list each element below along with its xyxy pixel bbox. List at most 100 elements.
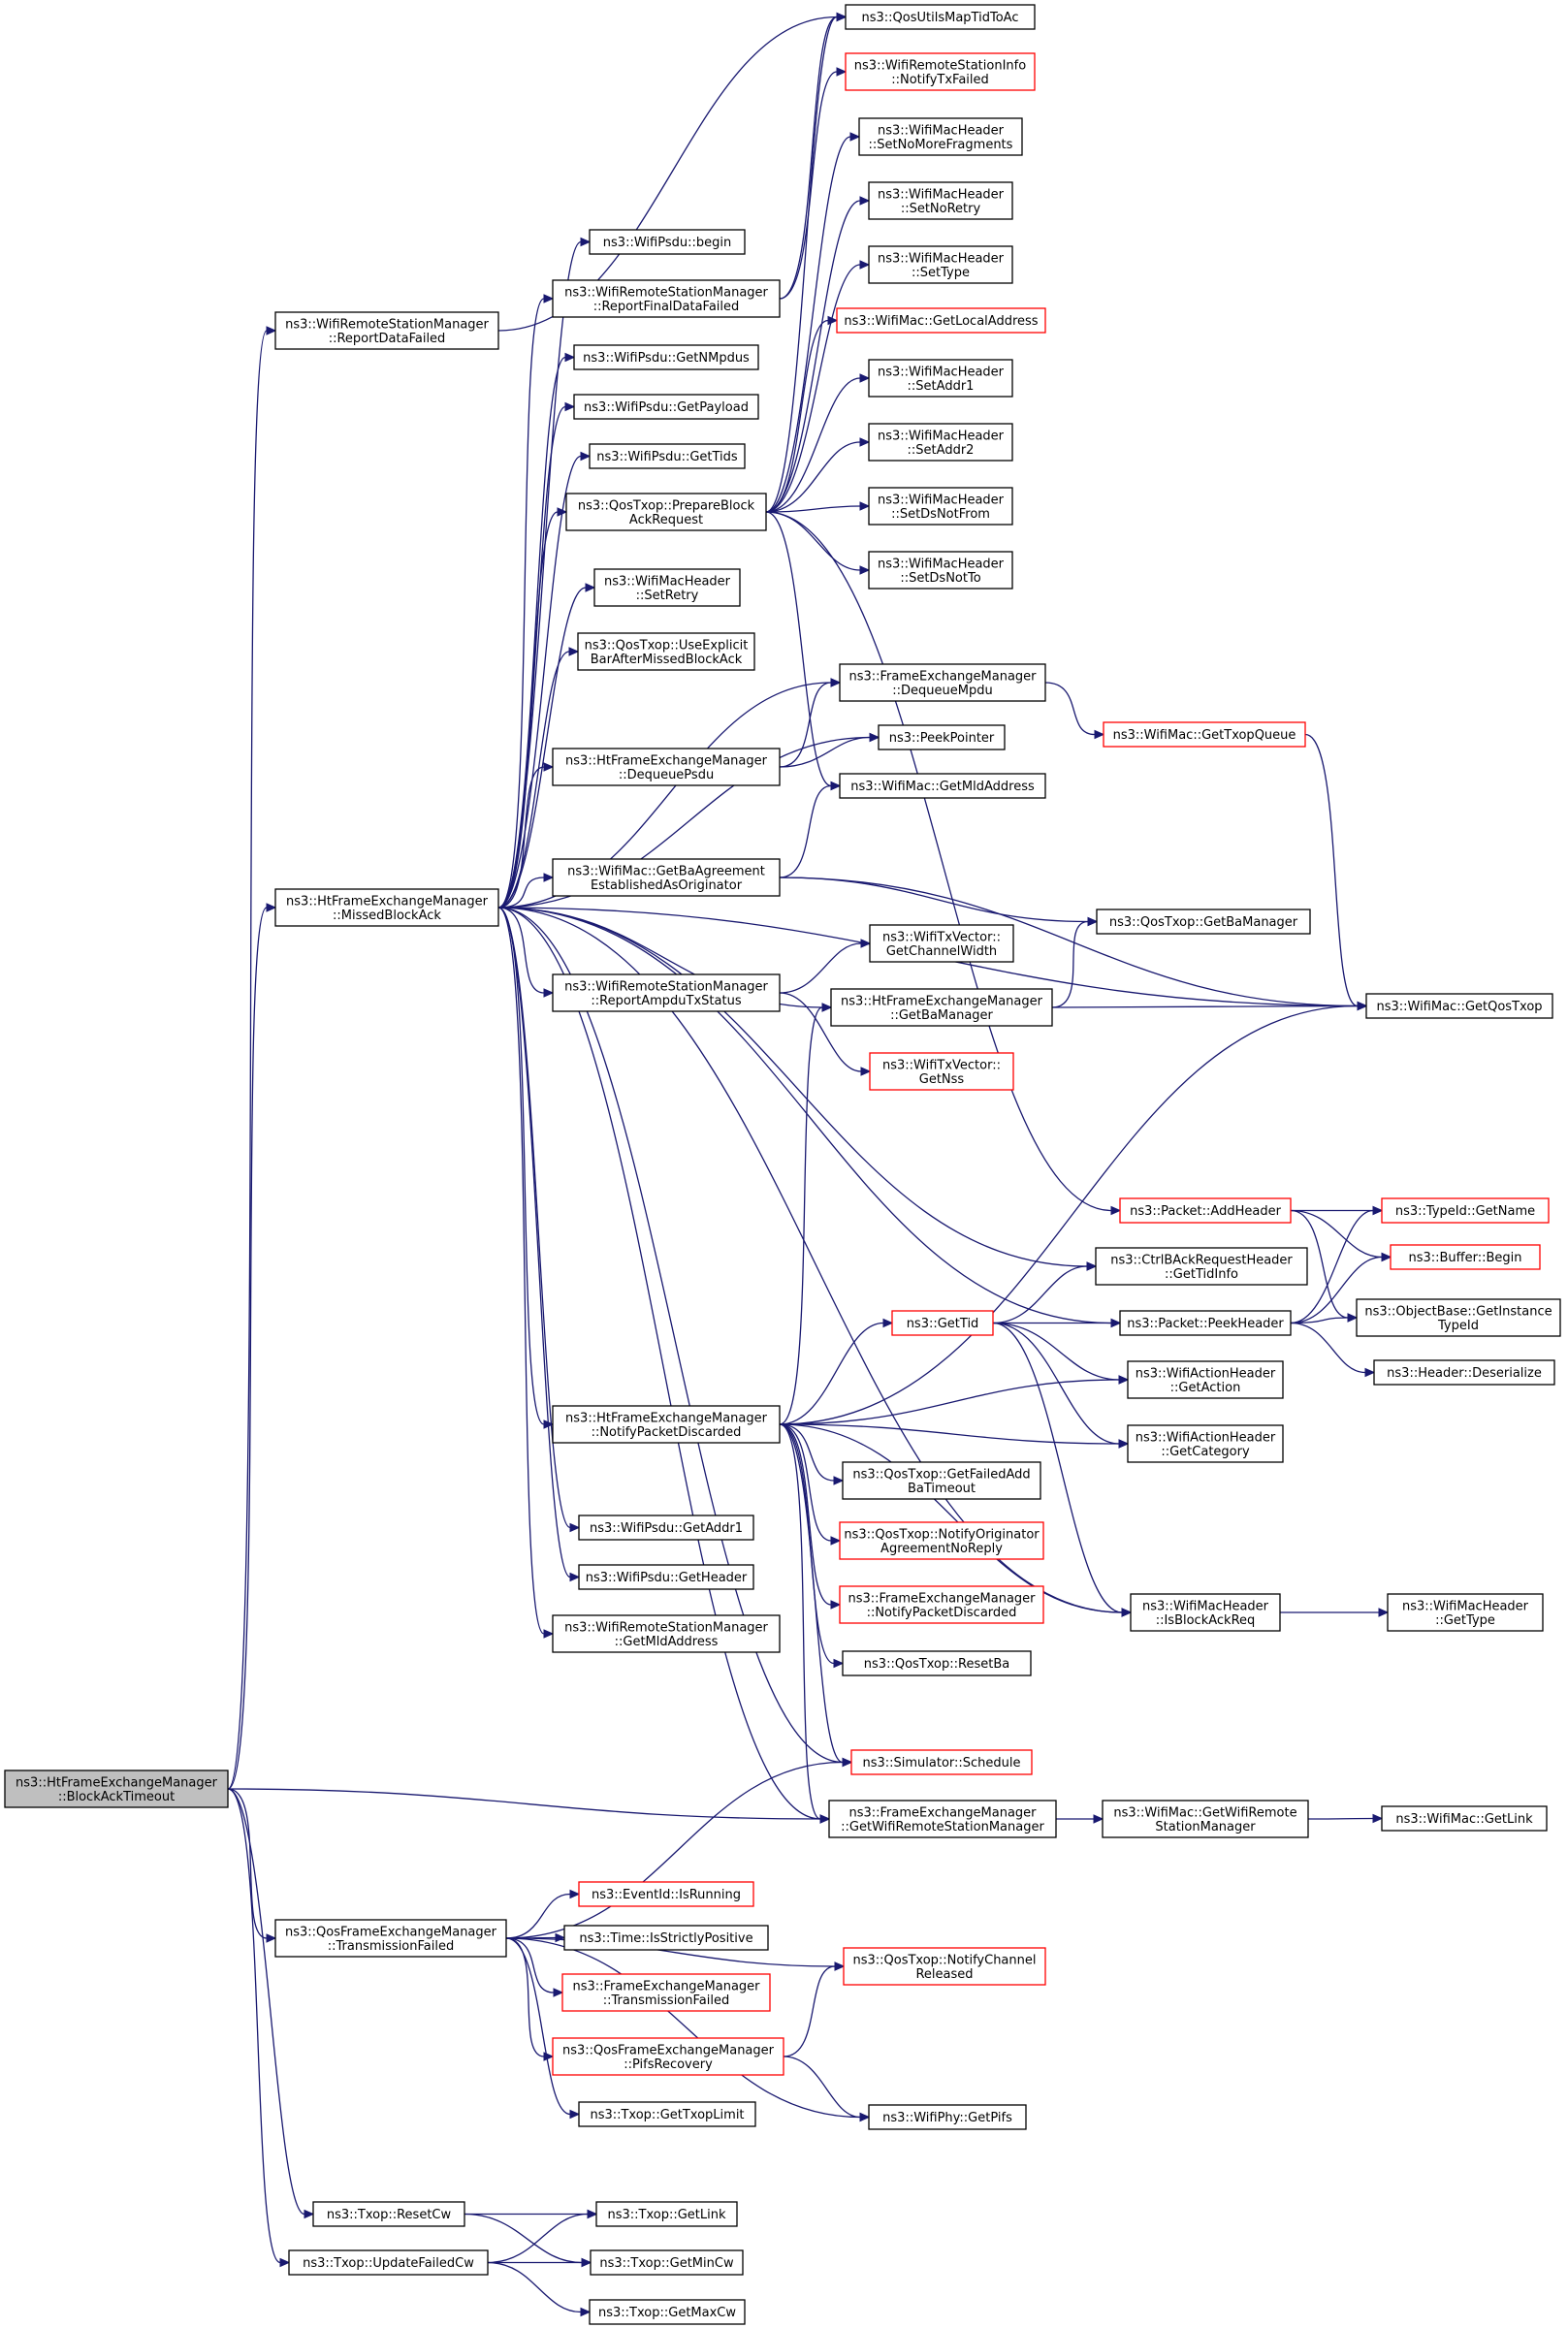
node-get-wifi-rsm[interactable]: ns3::FrameExchangeManager::GetWifiRemote… [828, 1800, 1057, 1838]
node-box [850, 1749, 1033, 1775]
node-label: ns3::WifiMacHeader [1142, 1599, 1269, 1613]
node-action-get-action[interactable]: ns3::WifiActionHeader::GetAction [1127, 1360, 1284, 1399]
edge-arrowhead [859, 2112, 871, 2122]
edge-arrowhead [1378, 1608, 1390, 1617]
node-label: ns3::HtFrameExchangeManager [565, 753, 768, 768]
node-ctrl-get-tid-info[interactable]: ns3::CtrlBAckRequestHeader::GetTidInfo [1095, 1247, 1308, 1286]
node-qos-get-ba-manager[interactable]: ns3::QosTxop::GetBaManager [1096, 909, 1311, 935]
edge-arrowhead [557, 507, 568, 517]
edge-arrowhead [859, 565, 871, 575]
node-label: ns3::WifiMacHeader [878, 493, 1005, 507]
node-pifs-recovery[interactable]: ns3::QosFrameExchangeManager::PifsRecove… [552, 2037, 784, 2076]
call-edge [779, 992, 872, 1076]
node-get-tid[interactable]: ns3::GetTid [891, 1310, 994, 1336]
node-notify-packet-discarded[interactable]: ns3::HtFrameExchangeManager::NotifyPacke… [552, 1405, 781, 1444]
node-get-nss[interactable]: ns3::WifiTxVector::GetNss [869, 1052, 1014, 1091]
node-txop-get-link[interactable]: ns3::Txop::GetLink [595, 2201, 738, 2227]
node-set-type[interactable]: ns3::WifiMacHeader::SetType [868, 245, 1013, 284]
node-get-txop-limit[interactable]: ns3::Txop::GetTxopLimit [578, 2101, 756, 2127]
node-label: ::ReportDataFailed [329, 332, 446, 346]
node-mac-header-get-type[interactable]: ns3::WifiMacHeader::GetType [1387, 1593, 1544, 1632]
edge-arrowhead [859, 501, 871, 511]
node-qos-reset-ba[interactable]: ns3::QosTxop::ResetBa [842, 1650, 1032, 1676]
edge-arrowhead [279, 2257, 291, 2268]
node-get-mld-address[interactable]: ns3::WifiMac::GetMldAddress [839, 773, 1046, 799]
node-box [869, 924, 1014, 963]
node-root[interactable]: ns3::HtFrameExchangeManager::BlockAckTim… [4, 1770, 229, 1808]
node-set-no-retry[interactable]: ns3::WifiMacHeader::SetNoRetry [868, 181, 1013, 220]
node-psdu-begin[interactable]: ns3::WifiPsdu::begin [589, 229, 746, 255]
node-qos-tx-failed[interactable]: ns3::QosFrameExchangeManager::Transmissi… [274, 1919, 507, 1958]
node-report-ampdu[interactable]: ns3::WifiRemoteStationManager::ReportAmp… [552, 973, 781, 1012]
node-get-channel-width[interactable]: ns3::WifiTxVector::GetChannelWidth [869, 924, 1014, 963]
node-rsm-get-mld-address[interactable]: ns3::WifiRemoteStationManager::GetMldAdd… [552, 1614, 781, 1653]
node-label: EstablishedAsOriginator [591, 878, 743, 893]
node-buffer-begin[interactable]: ns3::Buffer::Begin [1390, 1244, 1541, 1270]
edge-arrowhead [859, 373, 871, 383]
node-update-failed-cw[interactable]: ns3::Txop::UpdateFailedCw [288, 2249, 489, 2276]
node-dequeue-psdu[interactable]: ns3::HtFrameExchangeManager::DequeuePsdu [552, 748, 781, 786]
node-report-data-failed[interactable]: ns3::WifiRemoteStationManager::ReportDat… [274, 311, 499, 350]
node-label: ns3::CtrlBAckRequestHeader [1110, 1253, 1293, 1267]
node-dequeue-mpdu[interactable]: ns3::FrameExchangeManager::DequeueMpdu [839, 663, 1046, 702]
node-set-retry[interactable]: ns3::WifiMacHeader::SetRetry [593, 568, 741, 607]
node-label: ns3::FrameExchangeManager [848, 669, 1037, 684]
call-edge [779, 1423, 842, 1546]
edge-arrowhead [830, 1536, 842, 1546]
call-edge [1280, 1608, 1390, 1617]
node-get-ba-agreement[interactable]: ns3::WifiMac::GetBaAgreementEstablishedA… [552, 858, 781, 897]
node-notify-tx-failed[interactable]: ns3::WifiRemoteStationInfo::NotifyTxFail… [845, 52, 1036, 91]
node-get-local-address[interactable]: ns3::WifiMac::GetLocalAddress [836, 307, 1046, 334]
node-set-no-more-fragments[interactable]: ns3::WifiMacHeader::SetNoMoreFragments [858, 117, 1023, 156]
node-peek-pointer[interactable]: ns3::PeekPointer [878, 724, 1006, 750]
node-ht-get-ba-manager[interactable]: ns3::HtFrameExchangeManager::GetBaManage… [830, 988, 1053, 1027]
node-deserialize[interactable]: ns3::Header::Deserialize [1373, 1359, 1555, 1386]
node-reset-cw[interactable]: ns3::Txop::ResetCw [312, 2201, 465, 2227]
node-get-pifs[interactable]: ns3::WifiPhy::GetPifs [868, 2104, 1027, 2130]
node-get-min-cw[interactable]: ns3::Txop::GetMinCw [590, 2249, 744, 2276]
node-box [590, 2249, 744, 2276]
node-event-is-running[interactable]: ns3::EventId::IsRunning [578, 1881, 754, 1907]
node-fxm-tx-failed[interactable]: ns3::FrameExchangeManager::TransmissionF… [561, 1973, 771, 2012]
node-set-ds-not-to[interactable]: ns3::WifiMacHeader::SetDsNotTo [868, 551, 1013, 590]
node-get-tids[interactable]: ns3::WifiPsdu::GetTids [589, 443, 746, 469]
node-mac-get-link[interactable]: ns3::WifiMac::GetLink [1381, 1805, 1548, 1832]
node-get-txop-queue[interactable]: ns3::WifiMac::GetTxopQueue [1103, 721, 1306, 748]
node-get-payload[interactable]: ns3::WifiPsdu::GetPayload [573, 394, 759, 420]
node-box [1119, 1310, 1292, 1336]
node-action-get-category[interactable]: ns3::WifiActionHeader::GetCategory [1127, 1424, 1284, 1463]
node-set-addr1[interactable]: ns3::WifiMacHeader::SetAddr1 [868, 359, 1013, 398]
node-psdu-get-header[interactable]: ns3::WifiPsdu::GetHeader [578, 1564, 754, 1590]
node-box [288, 2249, 489, 2276]
node-add-header[interactable]: ns3::Packet::AddHeader [1119, 1197, 1292, 1224]
node-is-strictly-positive[interactable]: ns3::Time::IsStrictlyPositive [563, 1925, 769, 1951]
node-sim-schedule[interactable]: ns3::Simulator::Schedule [850, 1749, 1033, 1775]
node-label: ns3::WifiRemoteStationInfo [854, 58, 1026, 73]
call-edge [779, 1001, 1368, 1425]
node-label: AckRequest [629, 513, 703, 527]
node-get-n-mpdus[interactable]: ns3::WifiPsdu::GetNMpdus [573, 344, 759, 370]
node-report-final-data-failed[interactable]: ns3::WifiRemoteStationManager::ReportFin… [552, 279, 781, 318]
node-label: ns3::QosTxop::NotifyOriginator [844, 1527, 1040, 1542]
node-fxm-notify-discarded[interactable]: ns3::FrameExchangeManager::NotifyPacketD… [839, 1585, 1044, 1624]
node-label: ns3::WifiRemoteStationManager [564, 979, 768, 994]
node-psdu-get-addr1[interactable]: ns3::WifiPsdu::GetAddr1 [578, 1515, 754, 1541]
node-set-addr2[interactable]: ns3::WifiMacHeader::SetAddr2 [868, 423, 1013, 462]
node-get-qos-txop[interactable]: ns3::WifiMac::GetQosTxop [1365, 993, 1553, 1019]
node-get-max-cw[interactable]: ns3::Txop::GetMaxCw [589, 2299, 746, 2325]
node-notify-orig-no-reply[interactable]: ns3::QosTxop::NotifyOriginatorAgreementN… [839, 1521, 1044, 1560]
node-mac-get-wifi-rsm[interactable]: ns3::WifiMac::GetWifiRemoteStationManage… [1102, 1800, 1309, 1838]
node-use-explicit-bar[interactable]: ns3::QosTxop::UseExplicitBarAfterMissedB… [577, 632, 755, 671]
node-type-id-get-name[interactable]: ns3::TypeId::GetName [1381, 1197, 1550, 1224]
node-is-block-ack-req[interactable]: ns3::WifiMacHeader::IsBlockAckReq [1130, 1593, 1281, 1632]
node-missed-block-ack[interactable]: ns3::HtFrameExchangeManager::MissedBlock… [274, 888, 499, 927]
node-set-ds-not-from[interactable]: ns3::WifiMacHeader::SetDsNotFrom [868, 487, 1013, 526]
call-edge [1044, 682, 1105, 740]
node-box [868, 181, 1013, 220]
node-qos-utils-map-tid-to-ac[interactable]: ns3::QosUtilsMapTidToAc [845, 4, 1036, 30]
node-peek-header[interactable]: ns3::Packet::PeekHeader [1119, 1310, 1292, 1336]
